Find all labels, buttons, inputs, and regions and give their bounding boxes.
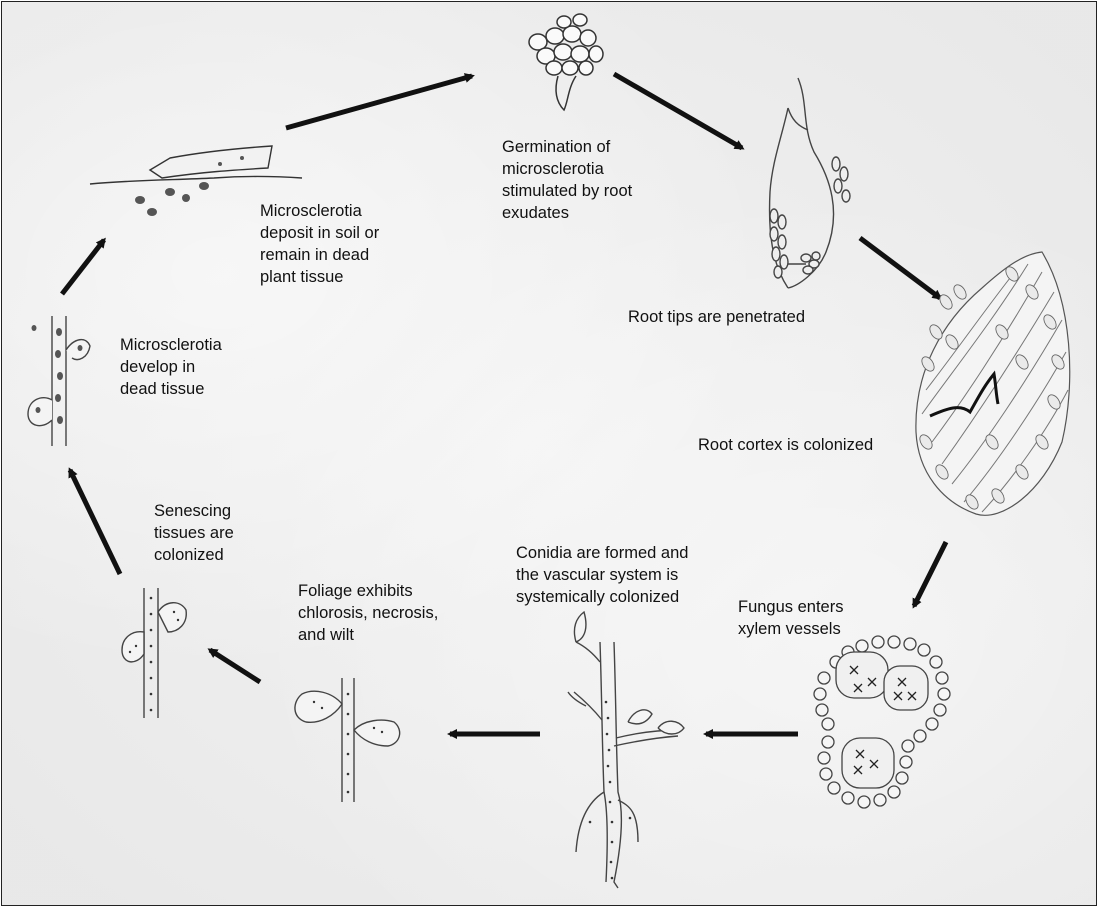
- xylem-cross-section-drawing: [814, 636, 950, 808]
- wilting-stem-drawing: [295, 678, 400, 802]
- arrow-develop-to-soil: [62, 240, 104, 294]
- dead-tissue-stem-drawing: [28, 316, 90, 446]
- label-root-cortex-colonized: Root cortex is colonized: [698, 434, 873, 456]
- colonized-plant-drawing: [568, 612, 684, 888]
- senescing-stem-drawing: [122, 588, 186, 718]
- arrow-germination-to-roottips: [614, 74, 742, 148]
- arrow-roottips-to-cortex: [860, 238, 940, 298]
- label-microsclerotia-develop: Microsclerotia develop in dead tissue: [120, 334, 222, 400]
- label-fungus-enters-xylem: Fungus enters xylem vessels: [738, 596, 843, 640]
- label-root-tips-penetrated: Root tips are penetrated: [628, 306, 805, 328]
- arrow-foliage-to-senescing: [210, 650, 260, 682]
- root-cortex-drawing: [916, 252, 1070, 515]
- arrow-senescing-to-develop: [70, 470, 120, 574]
- arrow-cortex-to-xylem: [914, 542, 946, 606]
- label-foliage-symptoms: Foliage exhibits chlorosis, necrosis, an…: [298, 580, 438, 646]
- label-senescing-tissues: Senescing tissues are colonized: [154, 500, 234, 566]
- label-germination: Germination of microsclerotia stimulated…: [502, 136, 632, 224]
- label-microsclerotia-deposit: Microsclerotia deposit in soil or remain…: [260, 200, 379, 288]
- arrow-soil-to-germination: [286, 76, 472, 128]
- root-tip-drawing: [770, 78, 850, 288]
- germinating-microsclerotium-drawing: [529, 14, 603, 110]
- label-conidia-formed: Conidia are formed and the vascular syst…: [516, 542, 688, 608]
